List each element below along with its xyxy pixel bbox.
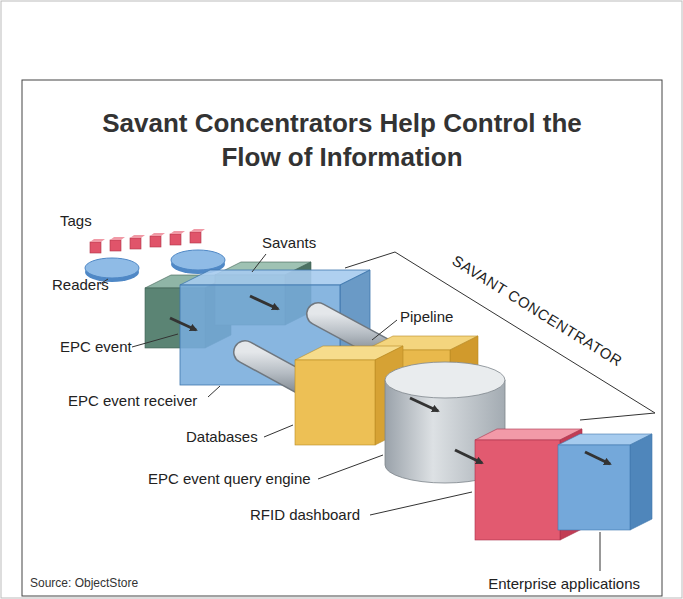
source-note: Source: ObjectStore bbox=[30, 576, 138, 590]
part-label: EPC event bbox=[60, 338, 132, 356]
part-label: EPC event query engine bbox=[148, 470, 311, 488]
part-label: EPC event receiver bbox=[68, 392, 197, 410]
part-label: Readers bbox=[52, 276, 109, 294]
part-label: Savants bbox=[262, 234, 316, 252]
bracket bbox=[345, 252, 655, 420]
frame bbox=[22, 80, 662, 596]
part-label: Tags bbox=[60, 212, 92, 230]
tag-cubes bbox=[90, 229, 205, 253]
part-label: Databases bbox=[186, 428, 258, 446]
part-label: RFID dashboard bbox=[250, 506, 360, 524]
part-label: Enterprise applications bbox=[488, 575, 640, 593]
chart-title: Savant Concentrators Help Control the Fl… bbox=[82, 106, 602, 174]
enterprise-box bbox=[558, 434, 652, 530]
part-label: Pipeline bbox=[400, 308, 453, 326]
